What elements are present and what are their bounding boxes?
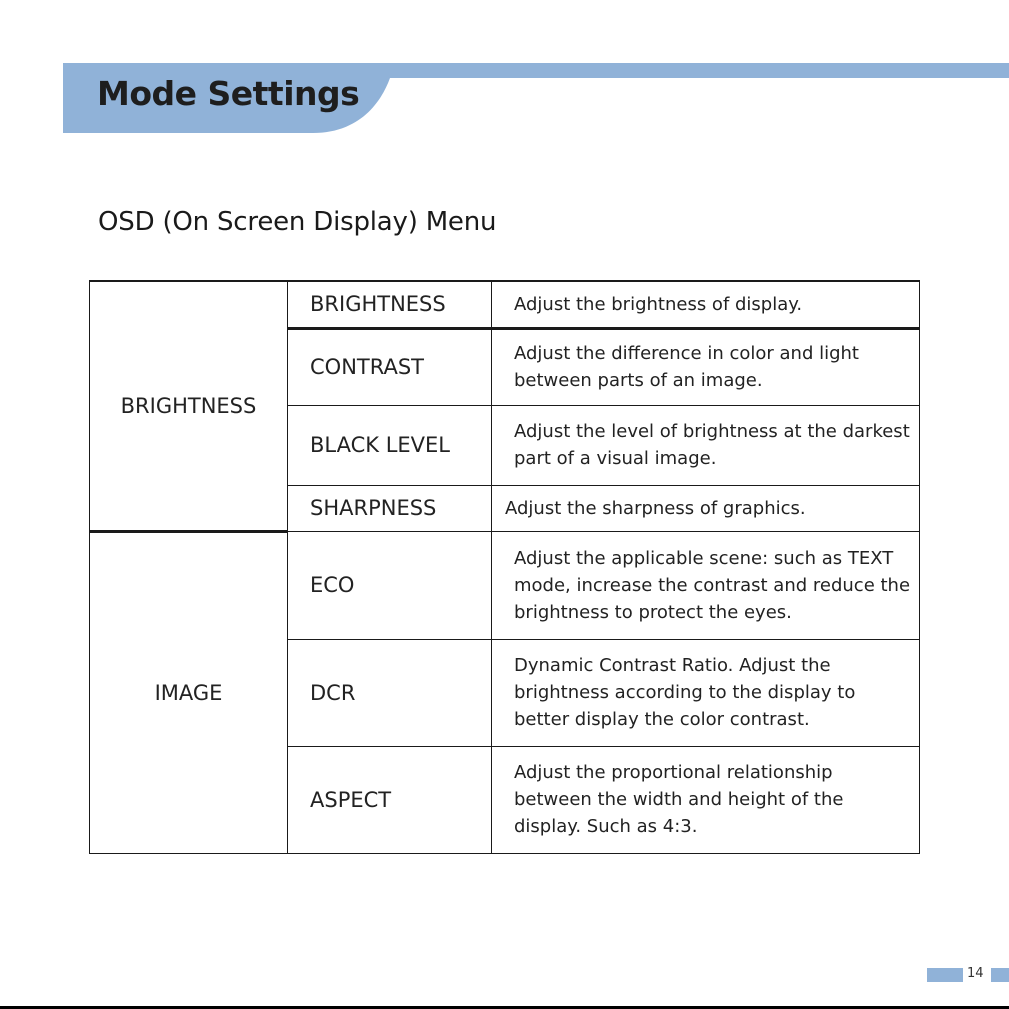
table-row: IMAGE ECO Adjust the applicable scene: s… bbox=[89, 530, 920, 854]
osd-menu-table: BRIGHTNESS BRIGHTNESS Adjust the brightn… bbox=[89, 280, 920, 854]
category-cell: BRIGHTNESS bbox=[89, 280, 288, 533]
setting-cell: SHARPNESS bbox=[287, 484, 492, 532]
page-number: 14 bbox=[967, 966, 984, 981]
table-row: DCR Dynamic Contrast Ratio. Adjust the b… bbox=[90, 638, 920, 747]
table-row: BRIGHTNESS BRIGHTNESS Adjust the brightn… bbox=[89, 280, 920, 533]
table-row: CONTRAST Adjust the difference in color … bbox=[90, 327, 920, 406]
description-cell: Adjust the brightness of display. bbox=[491, 280, 920, 330]
setting-cell: CONTRAST bbox=[287, 327, 492, 406]
table-row: ASPECT Adjust the proportional relations… bbox=[90, 745, 920, 854]
setting-cell: DCR bbox=[287, 638, 492, 747]
page-marker-right bbox=[991, 968, 1009, 982]
section-title: OSD (On Screen Display) Menu bbox=[98, 207, 497, 237]
category-cell: IMAGE bbox=[89, 530, 288, 854]
page-title: Mode Settings bbox=[97, 74, 360, 113]
setting-cell: ECO bbox=[287, 530, 492, 640]
description-cell: Adjust the proportional relationship bet… bbox=[491, 745, 920, 854]
description-cell: Adjust the applicable scene: such as TEX… bbox=[491, 530, 920, 640]
page-marker-left bbox=[927, 968, 963, 982]
bottom-rule bbox=[0, 1006, 1009, 1009]
description-cell: Adjust the sharpness of graphics. bbox=[491, 484, 920, 532]
setting-cell: BLACK LEVEL bbox=[287, 404, 492, 486]
setting-cell: BRIGHTNESS bbox=[287, 280, 492, 330]
table-row: BLACK LEVEL Adjust the level of brightne… bbox=[90, 404, 920, 486]
header-bar bbox=[63, 63, 1009, 133]
description-cell: Adjust the level of brightness at the da… bbox=[491, 404, 920, 486]
setting-cell: ASPECT bbox=[287, 745, 492, 854]
header-bar-shape bbox=[63, 63, 1009, 133]
description-cell: Adjust the difference in color and light… bbox=[491, 327, 920, 406]
description-cell: Dynamic Contrast Ratio. Adjust the brigh… bbox=[491, 638, 920, 747]
